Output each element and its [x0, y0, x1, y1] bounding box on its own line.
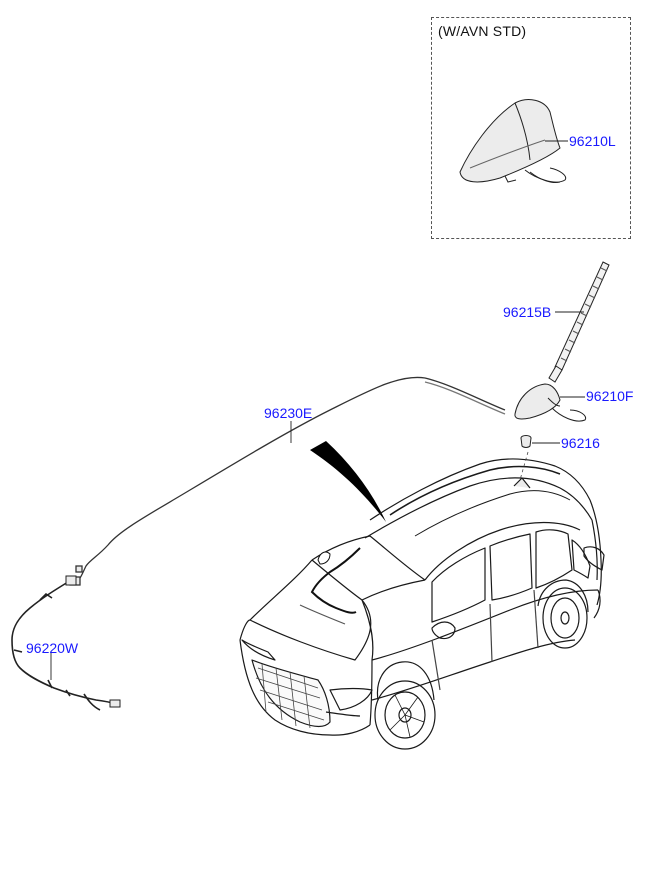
variant-label: (W/AVN STD): [438, 23, 527, 39]
callout-96220w[interactable]: 96220W: [26, 640, 79, 656]
callout-96216[interactable]: 96216: [561, 435, 600, 451]
callout-96210f[interactable]: 96210F: [586, 388, 634, 404]
mirror-left: [317, 551, 331, 565]
roof-pointer-arrow: [310, 441, 386, 522]
grommet-96216: [520, 435, 532, 448]
leader-lines: [50, 140, 585, 680]
callout-96230e[interactable]: 96230E: [264, 405, 313, 421]
antenna-locator-line: [519, 451, 529, 481]
windshield-wiring: [310, 547, 361, 614]
antenna-base-96210f: [514, 383, 587, 422]
callout-96210l[interactable]: 96210L: [569, 133, 616, 149]
variant-box: [431, 17, 631, 239]
shark-fin-antenna-96210l: [459, 99, 567, 183]
vehicle-illustration: [239, 458, 605, 750]
rod-antenna-96215b: [548, 261, 610, 383]
callout-96215b[interactable]: 96215B: [503, 304, 552, 320]
wiring-harness-96220w: [11, 575, 121, 711]
